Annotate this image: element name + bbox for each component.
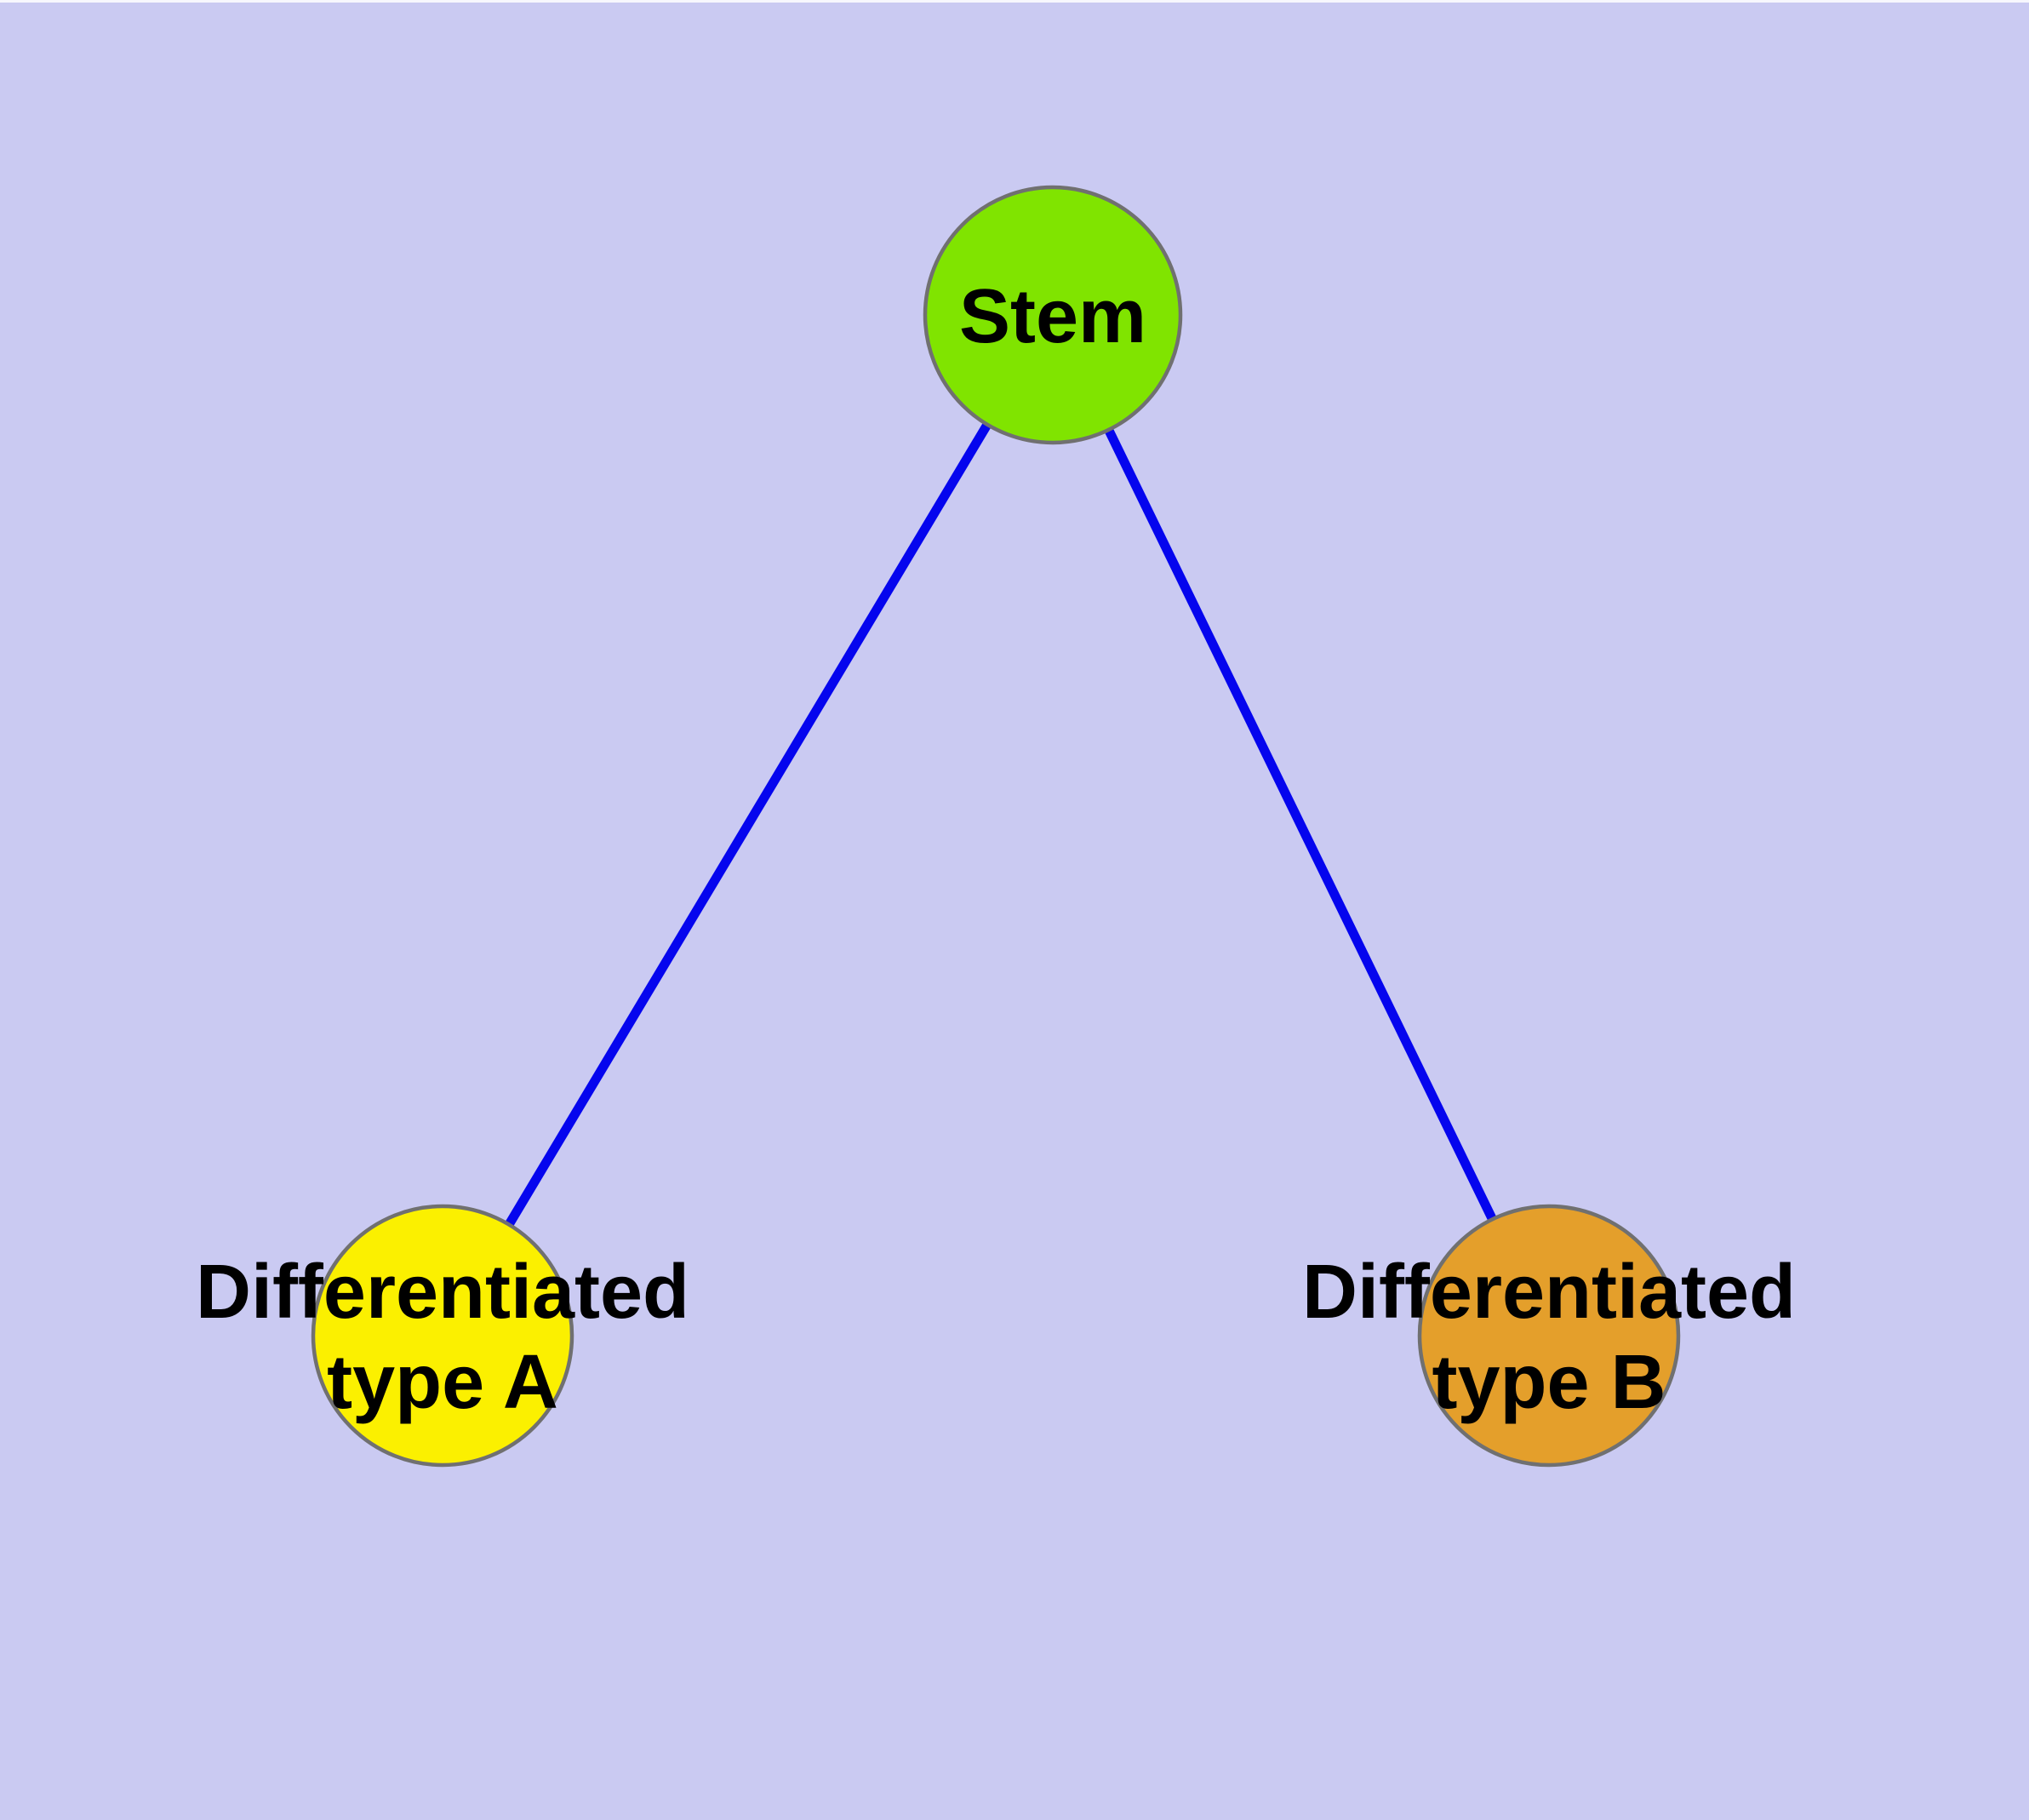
edges-layer [438,312,1553,1338]
node-label-differentiated-type-a-line-1: Differentiated [196,1250,689,1335]
edge-stem-to-differentiated-type-a [438,312,1057,1338]
plot-border-top [0,0,2029,3]
node-differentiated-type-a [311,1204,574,1468]
node-label-differentiated-type-b-line-1: Differentiated [1302,1250,1796,1335]
nodes-layer [311,185,1681,1468]
node-label-differentiated-type-a-line-2: type A [327,1340,558,1425]
node-differentiated-type-b [1417,1204,1681,1468]
node-label-stem-line-1: Stem [959,274,1146,359]
node-stem [923,185,1183,445]
edge-stem-to-differentiated-type-b [1049,312,1553,1338]
node-label-differentiated-type-b-line-2: type B [1432,1340,1666,1425]
